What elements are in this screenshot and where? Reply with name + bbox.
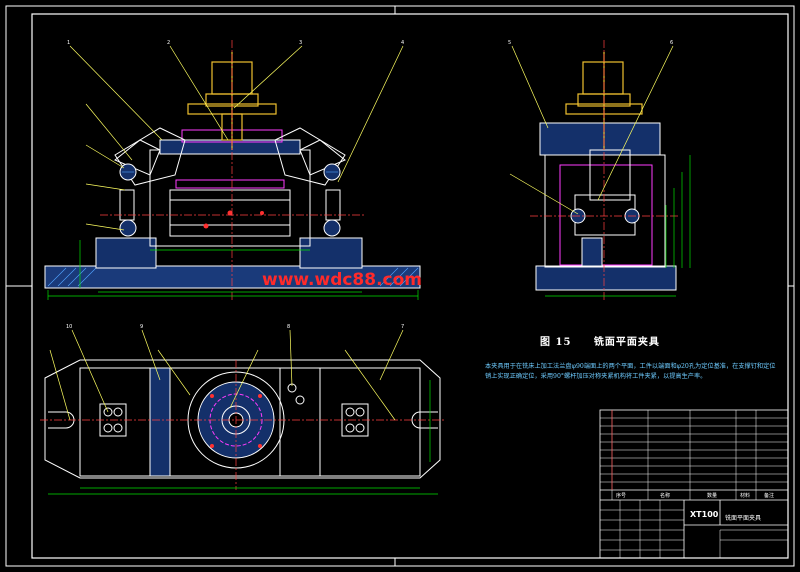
balloon-top-8: 8 [287,324,290,330]
watermark: www.wdc88.com [262,270,423,290]
drawing-name: 铣面平面夹具 [725,514,761,522]
side-view: 5 6 [508,40,691,300]
balloon-top-7: 7 [401,324,404,330]
title-block-col-no: 序号 [616,492,626,499]
title-block-col-note: 备注 [764,492,774,499]
drawing-code: XT100 [690,510,719,519]
balloon-front-3: 3 [299,40,302,46]
figure-number: 图 15 [540,337,572,348]
title-block-col-mat: 材料 [740,492,750,499]
front-view: 1 2 3 4 [44,40,421,300]
title-block-col-name: 名称 [660,492,670,499]
balloon-side-5: 5 [508,40,511,46]
figure-caption-body: 本夹具用于在铣床上加工法兰盘φ90端面上的两个平面，工件以端面和φ20孔为定位基… [485,363,776,380]
balloon-front-2: 2 [167,40,170,46]
balloon-top-10: 10 [66,324,72,330]
figure-caption-title: 图 15 铣面平面夹具 [540,333,660,348]
title-block-col-qty: 数量 [707,492,717,499]
title-block [599,409,789,559]
balloon-top-9: 9 [140,324,143,330]
balloon-front-4: 4 [401,40,404,46]
top-view: 10 9 8 7 [40,324,445,495]
figure-title: 铣面平面夹具 [593,337,660,348]
balloon-side-6: 6 [670,40,673,46]
balloon-front-1: 1 [67,40,70,46]
sheet-border [5,5,795,567]
